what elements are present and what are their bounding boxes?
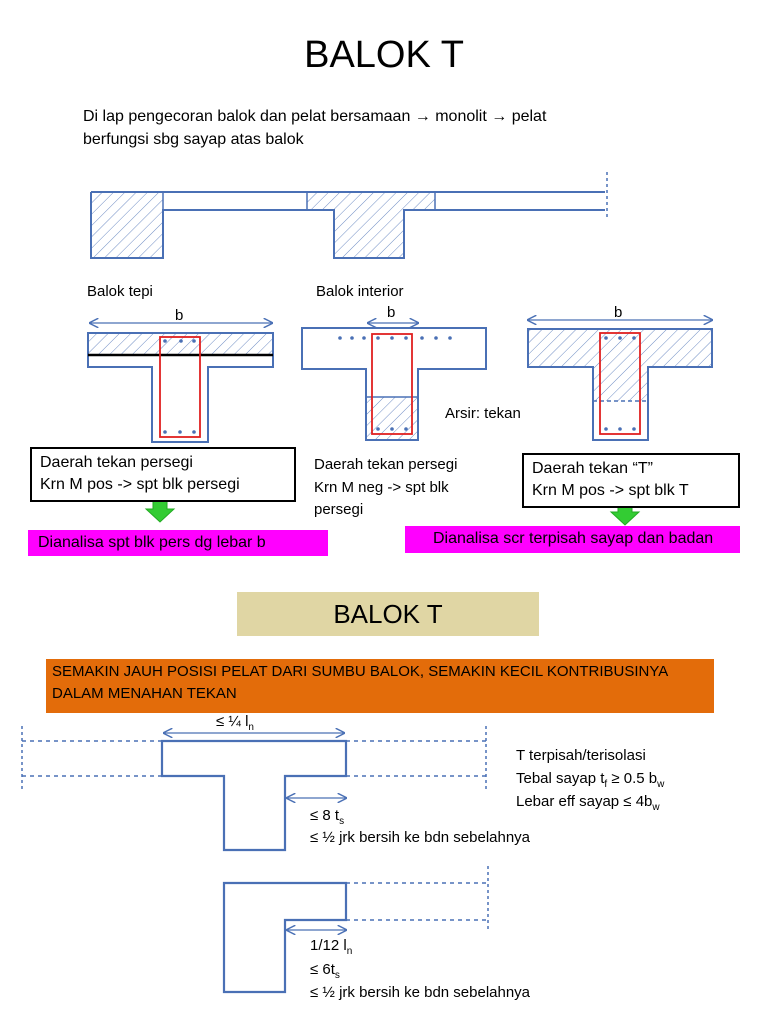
case-3-line-2: Krn M pos -> spt blk T <box>532 482 689 499</box>
case-2-line-3: persegi <box>314 501 364 518</box>
l-beam-dim-1: 1/12 ln <box>310 937 353 957</box>
t-beam-side-dim: ≤ 8 ts <box>310 807 345 827</box>
down-arrow-2 <box>609 504 641 526</box>
case-3-line-1: Daerah tekan “T” <box>532 460 653 477</box>
intro-line-1: Di lap pengecoran balok dan pelat bersam… <box>83 108 547 125</box>
t-beam-top-dim: ≤ ¼ ln <box>216 713 254 733</box>
label-b-1: b <box>175 307 184 324</box>
case-2-line-1: Daerah tekan persegi <box>314 456 458 473</box>
t-beam-side-dim-2: ≤ ½ jrk bersih ke bdn sebelahnya <box>310 829 531 846</box>
down-arrow-1 <box>144 500 176 523</box>
intro-line-2: berfungsi sbg sayap atas balok <box>83 131 304 148</box>
case-2-line-2: Krn M neg -> spt blk <box>314 479 449 496</box>
banner-line-1: SEMAKIN JAUH POSISI PELAT DARI SUMBU BAL… <box>52 663 669 680</box>
label-b-2: b <box>387 304 396 321</box>
beam-t-compression-section <box>528 320 712 441</box>
t-beam-note-3: Lebar eff sayap ≤ 4bw <box>516 793 660 813</box>
banner: SEMAKIN JAUH POSISI PELAT DARI SUMBU BAL… <box>46 659 714 713</box>
label-arsir: Arsir: tekan <box>445 405 521 422</box>
beam-interior-section <box>301 323 487 441</box>
case-1-result: Dianalisa spt blk pers dg lebar b <box>28 530 328 556</box>
case-1-box: Daerah tekan persegi Krn M pos -> spt bl… <box>30 447 296 502</box>
label-balok-tepi: Balok tepi <box>87 283 153 300</box>
t-beam-note-2: Tebal sayap tf ≥ 0.5 bw <box>516 770 665 790</box>
case-1-line-1: Daerah tekan persegi <box>40 454 193 471</box>
l-beam-width-diagram <box>222 866 489 994</box>
case-1-line-2: Krn M pos -> spt blk persegi <box>40 476 240 493</box>
label-b-3: b <box>614 304 623 321</box>
case-3-result: Dianalisa scr terpisah sayap dan badan <box>405 526 740 553</box>
t-beam-note-1: T terpisah/terisolasi <box>516 747 646 764</box>
t-beam-width-diagram <box>21 726 487 852</box>
l-beam-dim-3: ≤ ½ jrk bersih ke bdn sebelahnya <box>310 984 531 1001</box>
label-balok-interior: Balok interior <box>316 283 404 300</box>
l-beam-dim-2: ≤ 6ts <box>310 961 340 981</box>
page-title: BALOK T <box>304 34 464 76</box>
banner-line-2: DALAM MENAHAN TEKAN <box>52 685 237 702</box>
case-3-box: Daerah tekan “T” Krn M pos -> spt blk T <box>522 453 740 508</box>
monolithic-slab-drawing <box>90 172 608 259</box>
subtitle-box: BALOK T <box>237 592 539 636</box>
beam-edge-section <box>87 323 274 443</box>
